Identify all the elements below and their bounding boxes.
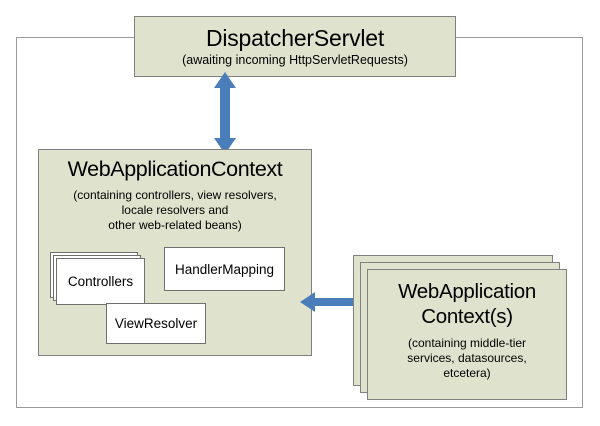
wac-subtitle-line-1: (containing controllers, view resolvers,: [73, 188, 277, 202]
wac-subtitle-line-2: locale resolvers and: [121, 203, 229, 217]
view-resolver-label: ViewResolver: [114, 316, 198, 331]
controllers-label: Controllers: [67, 274, 134, 289]
root-context-title: WebApplication Context(s): [368, 279, 566, 329]
handler-mapping-box[interactable]: HandlerMapping: [164, 247, 285, 291]
root-context-title-line-2: Context(s): [421, 305, 513, 328]
arrow-webappcontext-to-rootcontexts: [300, 292, 372, 312]
root-context-subtitle-line-1: (containing middle-tier: [407, 336, 527, 350]
root-context-subtitle-line-3: etcetera): [443, 366, 491, 380]
wac-subtitle-line-3: other web-related beans): [108, 218, 242, 232]
root-context-subtitle-line-2: services, datasources,: [407, 351, 527, 365]
view-resolver-box[interactable]: ViewResolver: [106, 303, 206, 344]
dispatcher-servlet-box[interactable]: DispatcherServlet (awaiting incoming Htt…: [134, 16, 456, 77]
controllers-box[interactable]: Controllers: [56, 258, 145, 305]
root-context-subtitle: (containing middle-tier services, dataso…: [373, 336, 561, 381]
handler-mapping-label: HandlerMapping: [174, 261, 275, 277]
arrow-dispatcher-to-webappcontext: [214, 72, 236, 154]
dispatcher-servlet-title: DispatcherServlet: [205, 24, 385, 51]
root-web-application-contexts-box[interactable]: WebApplication Context(s) (containing mi…: [367, 269, 567, 400]
web-application-context-title: WebApplicationContext: [67, 157, 283, 181]
root-context-title-line-1: WebApplication: [398, 280, 536, 303]
dispatcher-servlet-subtitle: (awaiting incoming HttpServletRequests): [182, 53, 408, 68]
web-application-context-subtitle: (containing controllers, view resolvers,…: [45, 188, 305, 233]
